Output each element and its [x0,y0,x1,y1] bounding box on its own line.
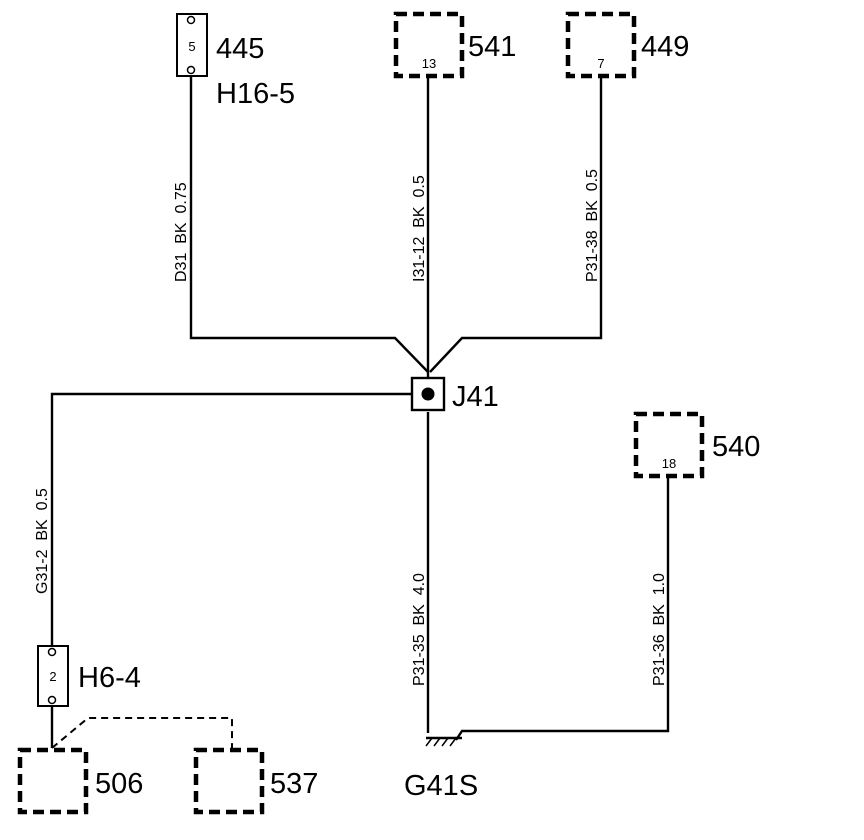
svg-text:G31-2 BK 0.5: G31-2 BK 0.5 [34,488,51,594]
connector-label-h16-5: H16-5 [216,78,295,110]
component-box [17,747,89,815]
connector-label-h6-4: H6-4 [78,662,141,694]
connector-pin-number: 2 [49,669,56,684]
svg-text:D31 BK 0.75: D31 BK 0.75 [173,182,190,282]
wire-label-541: I31-12 BK 0.5 [411,175,428,282]
component-541: 13 541 [393,11,516,79]
component-537: 537 [193,747,318,815]
connector-pin-number: 5 [188,39,195,54]
svg-text:P31-35 BK 4.0: P31-35 BK 4.0 [411,573,428,686]
component-box [633,411,705,479]
component-pin-number: 13 [422,56,436,71]
wire-circuit: P31-35 [411,634,428,686]
ground-g41s: G41S [404,736,478,802]
wire-h6-4-to-537-dashed [51,717,233,749]
wires [50,75,670,749]
wire-label-449: P31-38 BK 0.5 [584,169,601,282]
wire-gauge: 1.0 [651,573,668,595]
component-label-506: 506 [95,768,143,800]
component-506: 506 [17,747,143,815]
wire-color: BK [411,206,428,228]
component-label-449: 449 [641,31,689,63]
component-box [393,11,465,79]
wire-color: BK [651,604,668,626]
connector-445: 5 445 H16-5 [176,13,295,110]
component-label-537: 537 [270,768,318,800]
component-pin-number: 18 [662,456,676,471]
wire-label-445: D31 BK 0.75 [173,182,190,282]
component-box [193,747,265,815]
component-box [565,11,637,79]
ground-label: G41S [404,770,478,802]
component-label-541: 541 [468,31,516,63]
wire-449-to-j41 [429,76,603,373]
svg-text:I31-12 BK 0.5: I31-12 BK 0.5 [411,175,428,282]
connector-pin-bottom [186,65,196,75]
connector-body [176,13,208,77]
wire-gauge: 0.5 [411,175,428,197]
wire-circuit: P31-38 [584,230,601,282]
wire-label-540: P31-36 BK 1.0 [651,573,668,686]
splice-label: J41 [452,381,499,413]
connector-pin-bottom [47,695,57,705]
wire-540-to-ground [455,476,670,741]
wire-color: BK [584,200,601,222]
connector-h6-4: 2 H6-4 [37,645,141,707]
component-449: 7 449 [565,11,689,79]
splice-dot [421,387,435,401]
connector-pin-top [186,15,196,25]
connector-pin-top [47,647,57,657]
wire-color: BK [411,604,428,626]
wire-gauge: 0.5 [34,488,51,510]
wire-color: BK [34,519,51,541]
splice-j41: J41 [410,376,499,413]
wire-label-ground: P31-35 BK 4.0 [411,573,428,686]
wire-circuit: P31-36 [651,634,668,686]
wire-circuit: G31-2 [34,549,51,594]
component-540: 18 540 [633,411,760,479]
wire-circuit: I31-12 [411,237,428,282]
wire-gauge: 0.75 [173,182,190,213]
component-label-445: 445 [216,33,264,65]
svg-text:P31-36 BK 1.0: P31-36 BK 1.0 [651,573,668,686]
component-label-540: 540 [712,431,760,463]
wire-gauge: 0.5 [584,169,601,191]
wire-gauge: 4.0 [411,573,428,595]
wire-445-to-j41 [189,75,429,373]
component-pin-number: 7 [597,56,604,71]
wire-j41-to-h6-4 [50,392,412,646]
wire-color: BK [173,222,190,244]
wire-label-h6-4: G31-2 BK 0.5 [34,488,51,594]
svg-text:P31-38 BK 0.5: P31-38 BK 0.5 [584,169,601,282]
wire-circuit: D31 [173,253,190,282]
ground-hatch [425,737,457,747]
